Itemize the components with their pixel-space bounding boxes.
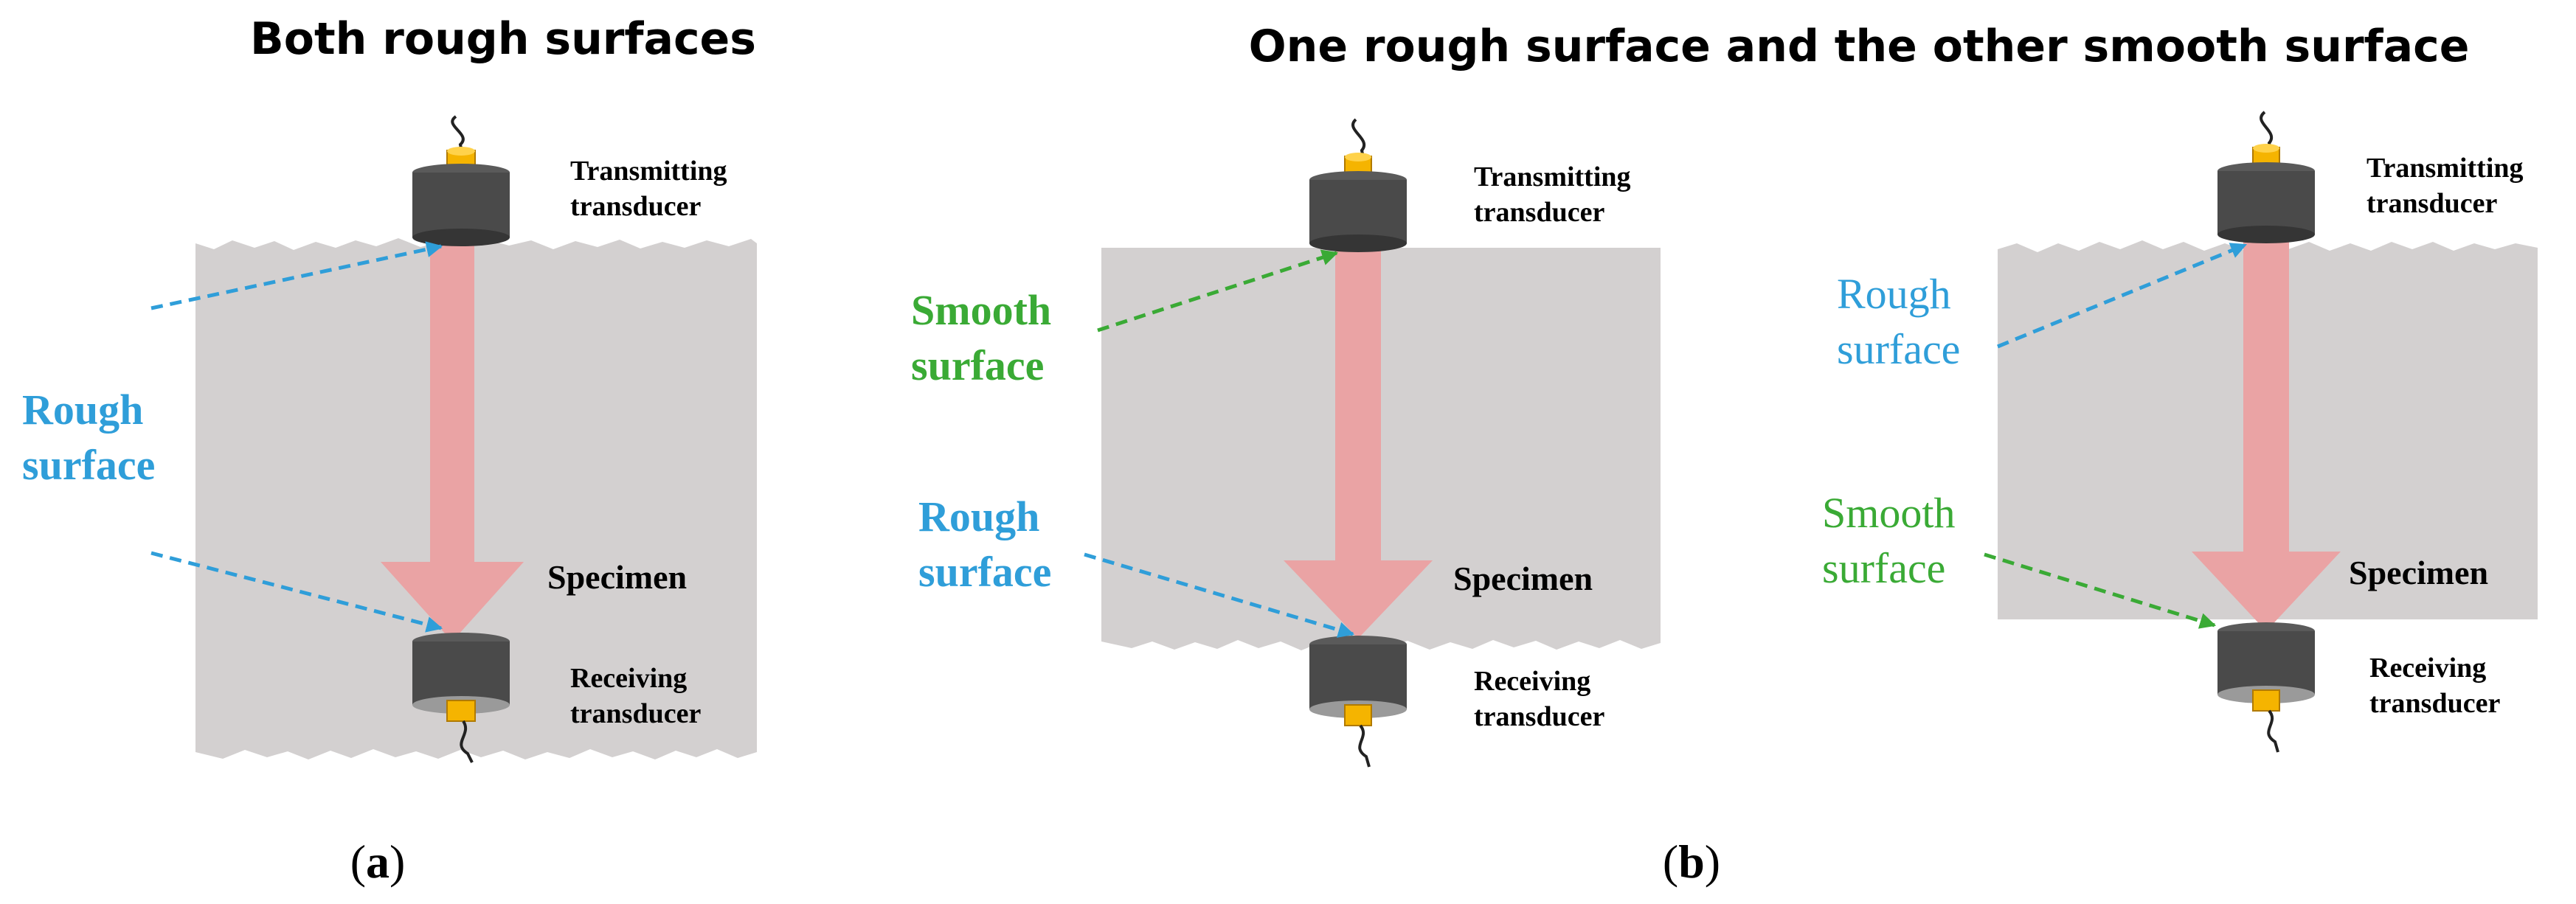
receiving-transducer [2217, 622, 2315, 753]
label-receiving: Receiving [1474, 666, 1590, 697]
caption-b-open: ( [1663, 835, 1678, 888]
title-both-rough: Both rough surfaces [250, 13, 756, 65]
connector [1344, 704, 1372, 726]
transducer-body [1309, 180, 1407, 243]
connector [446, 700, 476, 722]
transducer-body [412, 642, 510, 705]
label-receiving: Receiving [570, 663, 687, 694]
panel-b-left: Transmitting transducer Receiving transd… [911, 118, 1661, 768]
caption-b-close: ) [1705, 835, 1720, 888]
pointer-arrow-smooth [1097, 249, 1339, 333]
label-rough-surface: surface [918, 548, 1051, 596]
label-transmitting: Transmitting [1474, 161, 1631, 192]
label-receiving-transducer: transducer [1474, 701, 1604, 732]
wave-arrow [1284, 248, 1433, 639]
transducer-face [1309, 234, 1407, 252]
connector-top [2253, 144, 2279, 153]
panel-a: Transmitting transducer Receiving transd… [22, 115, 757, 763]
caption-a-letter: a [366, 835, 389, 888]
label-transmitting-transducer: transducer [1474, 197, 1604, 228]
specimen-block [195, 238, 757, 759]
connector-top [447, 147, 475, 156]
label-smooth: Smooth [1822, 489, 1956, 537]
cable [451, 115, 465, 160]
pointer-arrow-smooth [1984, 552, 2217, 629]
cable [1351, 118, 1366, 164]
pointer-arrow-top [150, 241, 443, 310]
cable [460, 720, 474, 763]
label-smooth: Smooth [911, 286, 1051, 334]
label-receiving: Receiving [2369, 653, 2486, 684]
transducer-face [2217, 226, 2315, 243]
label-rough: Rough [1837, 270, 1951, 318]
pointer-arrow-rough [1997, 243, 2248, 349]
receiving-transducer [412, 633, 510, 763]
label-smooth-surface: surface [911, 341, 1044, 389]
caption-b-letter: b [1678, 835, 1705, 888]
transmitting-transducer [1309, 118, 1407, 252]
label-rough-surface: surface [1837, 325, 1960, 373]
receiving-transducer [1309, 636, 1407, 768]
label-transmitting: Transmitting [2366, 153, 2524, 184]
caption-a: (a) [350, 835, 406, 888]
transmitting-transducer [412, 115, 510, 246]
transducer-body [412, 173, 510, 237]
label-transmitting: Transmitting [570, 156, 727, 187]
cable [1358, 724, 1371, 768]
transducer-body [2217, 171, 2315, 234]
label-receiving-transducer: transducer [570, 698, 701, 729]
label-smooth-surface: surface [1822, 544, 1945, 592]
connector-top [1345, 153, 1371, 161]
caption-b: (b) [1663, 835, 1720, 888]
pointer-arrow-bottom [150, 551, 443, 633]
pointer-arrow-rough [1084, 552, 1355, 638]
label-rough-surface: surface [22, 441, 155, 489]
label-rough: Rough [918, 493, 1039, 540]
label-rough: Rough [22, 386, 143, 434]
label-transmitting-transducer: transducer [570, 191, 701, 222]
cable [2260, 111, 2274, 157]
wave-arrow [2192, 234, 2341, 631]
panel-b-right: Transmitting transducer Receiving transd… [1822, 111, 2538, 753]
transducer-face [412, 229, 510, 246]
cable [2267, 709, 2279, 753]
transducer-body [1309, 644, 1407, 709]
connector [2252, 689, 2280, 712]
title-one-rough-one-smooth: One rough surface and the other smooth s… [1249, 21, 2470, 72]
label-specimen: Specimen [547, 558, 687, 596]
transmitting-transducer [2217, 111, 2315, 243]
caption-a-close: ) [389, 835, 405, 888]
transducer-body [2217, 631, 2315, 695]
label-specimen: Specimen [1453, 560, 1593, 597]
caption-a-open: ( [350, 835, 366, 888]
wave-arrow [381, 236, 524, 642]
label-receiving-transducer: transducer [2369, 688, 2500, 719]
label-transmitting-transducer: transducer [2366, 188, 2497, 219]
label-specimen: Specimen [2349, 554, 2488, 591]
